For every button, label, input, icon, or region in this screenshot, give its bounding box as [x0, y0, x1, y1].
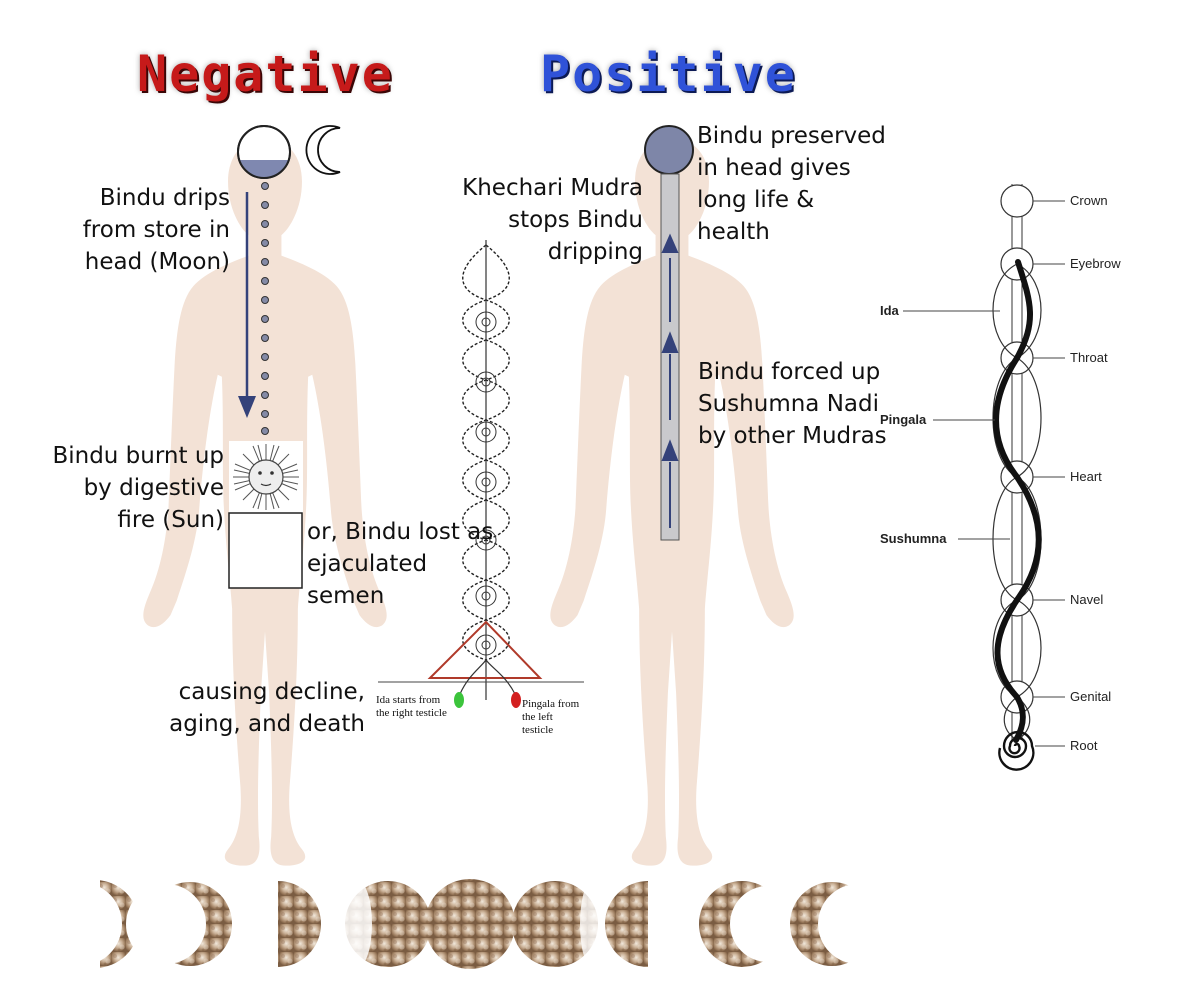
label-bindu-lost: or, Bindu lost as ejaculated semen — [307, 519, 494, 609]
moon-phase-5 — [425, 879, 515, 969]
positive-title: Positive — [540, 45, 797, 103]
negative-title: Negative — [137, 45, 394, 103]
label-khechari-mudra: Khechari Mudra stops Bindu dripping — [462, 175, 643, 265]
moon-phases-row — [38, 879, 898, 969]
chakra-label-genital: Genital — [1070, 689, 1112, 704]
up-arrows — [661, 233, 679, 528]
bindu-drip-dots — [261, 182, 269, 435]
moon-phase-7 — [605, 881, 648, 967]
chakra-label-eyebrow: Eyebrow — [1070, 256, 1121, 271]
root-spiral-icon — [998, 730, 1035, 771]
chakra-label-navel: Navel — [1070, 592, 1104, 607]
moon-phase-4 — [344, 881, 431, 967]
preserved-bindu-circle — [644, 125, 694, 175]
label-bindu-drips: Bindu drips from store in head (Moon) — [82, 185, 230, 275]
chakra-label-crown: Crown — [1070, 193, 1108, 208]
semen-box — [228, 512, 303, 589]
chakra-label-root: Root — [1070, 738, 1098, 753]
moon-phase-1 — [38, 880, 139, 968]
head-bindu-store — [237, 125, 291, 179]
moon-phase-2 — [126, 882, 232, 966]
sun-icon — [229, 441, 303, 513]
ida-origin-dot — [454, 692, 464, 708]
nadi-label-ida: Ida — [880, 303, 899, 318]
label-decline: causing decline, aging, and death — [169, 679, 365, 737]
chakra-label-throat: Throat — [1070, 350, 1108, 365]
chakra-chart — [903, 184, 1065, 771]
note-pingala-start: Pingala from the left testicle — [522, 698, 580, 736]
moon-phase-8 — [699, 881, 806, 967]
label-bindu-preserved: Bindu preserved in head gives long life … — [697, 123, 886, 245]
moon-phase-3 — [278, 881, 321, 967]
nadi-label-sushumna: Sushumna — [880, 531, 947, 546]
label-bindu-burnt: Bindu burnt up by digestive fire (Sun) — [52, 443, 224, 533]
pingala-origin-dot — [511, 692, 521, 708]
down-arrow-icon — [238, 192, 256, 418]
chakra-label-heart: Heart — [1070, 469, 1102, 484]
nadi-sketch — [378, 240, 584, 708]
note-ida-start: Ida starts from the right testicle — [376, 694, 447, 719]
crescent-moon-icon — [305, 125, 341, 175]
nadi-label-pingala: Pingala — [880, 412, 927, 427]
moon-phase-6 — [512, 881, 604, 967]
label-bindu-forced: Bindu forced up Sushumna Nadi by other M… — [698, 359, 887, 449]
moon-phase-9 — [790, 882, 898, 966]
